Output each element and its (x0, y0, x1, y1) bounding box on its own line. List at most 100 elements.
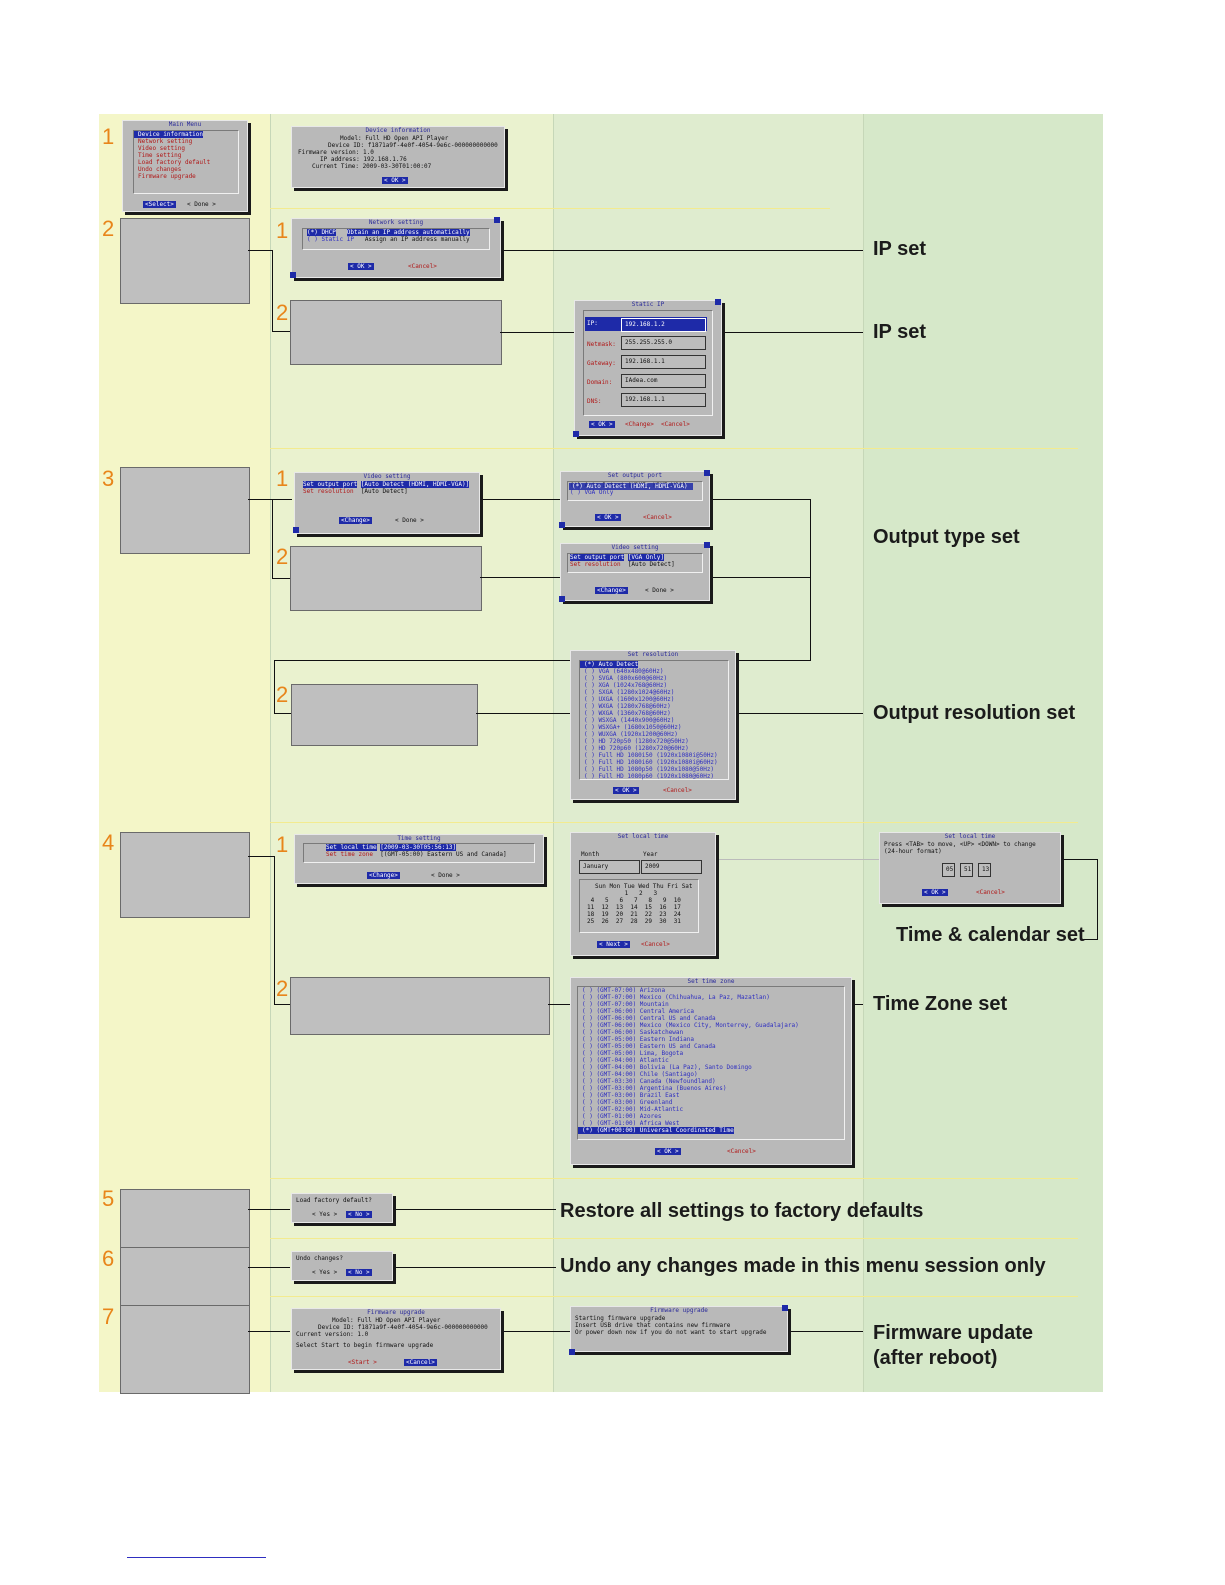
resolution-option[interactable]: ( ) UXGA (1600x1200@60Hz) (584, 696, 675, 703)
ok-button[interactable]: < OK > (655, 1148, 681, 1155)
menu-item[interactable]: Device information (134, 131, 204, 138)
done-button[interactable]: < Done > (187, 201, 216, 208)
resolution-option[interactable]: ( ) Full HD 1080i50 (1920x1080i@50Hz) (584, 752, 718, 759)
resolution-option[interactable]: ( ) Full HD 1080i60 (1920x1080i@60Hz) (584, 759, 718, 766)
timezone-option[interactable]: ( ) (GMT-06:00) Saskatchewan (582, 1029, 684, 1036)
cancel-button[interactable]: <Cancel> (408, 263, 437, 270)
timezone-option[interactable]: ( ) (GMT-02:00) Mid-Atlantic (582, 1106, 684, 1113)
change-button[interactable]: <Change> (625, 421, 654, 428)
option-static[interactable]: ( ) Static IP Assign an IP address manua… (303, 236, 489, 243)
menu-item[interactable]: Load factory default (138, 159, 211, 166)
menu-item[interactable]: Network setting (138, 138, 193, 145)
timezone-option[interactable]: ( ) (GMT-03:00) Greenland (582, 1099, 673, 1106)
option-dhcp[interactable]: (*) DHCP Obtain an IP address automatica… (303, 229, 489, 236)
change-button[interactable]: <Change> (339, 517, 372, 524)
ok-button[interactable]: < OK > (382, 177, 408, 184)
resolution-option[interactable]: ( ) Full HD 1080p60 (1920x1080@60Hz) (584, 773, 715, 780)
timezone-option[interactable]: ( ) (GMT-03:00) Brazil East (582, 1092, 680, 1099)
resolution-option[interactable]: ( ) WXGA (1360x768@60Hz) (584, 710, 671, 717)
resolution-option[interactable]: ( ) WSXGA (1440x900@60Hz) (584, 717, 675, 724)
setting-row[interactable]: Set local time [2009-03-30T05:56:13] (304, 844, 534, 851)
timezone-option[interactable]: ( ) (GMT-04:00) Atlantic (582, 1057, 669, 1064)
timezone-option[interactable]: ( ) (GMT-07:00) Mountain (582, 1001, 669, 1008)
no-button[interactable]: < No > (346, 1269, 372, 1276)
year-field[interactable]: 2009 (641, 860, 702, 874)
resolution-option[interactable]: ( ) SVGA (800x600@60Hz) (584, 675, 668, 682)
timezone-option[interactable]: ( ) (GMT-05:00) Eastern Indiana (582, 1036, 694, 1043)
resolution-option[interactable]: ( ) WSXGA+ (1680x1050@60Hz) (584, 724, 682, 731)
timezone-option[interactable]: ( ) (GMT-04:00) Bolivia (La Paz), Santo … (582, 1064, 752, 1071)
ok-button[interactable]: < OK > (595, 514, 621, 521)
menu-item[interactable]: Firmware upgrade (138, 173, 196, 180)
done-button[interactable]: < Done > (431, 872, 460, 879)
resolution-option[interactable]: (*) Auto Detect (580, 661, 639, 668)
calendar-week[interactable]: 4 5 6 7 8 9 10 (587, 897, 681, 904)
cancel-button[interactable]: <Cancel> (976, 889, 1005, 896)
setting-row[interactable]: Set time zone [(GMT-05:00) Eastern US an… (304, 851, 534, 858)
ok-button[interactable]: < OK > (348, 263, 374, 270)
minute-field[interactable]: 51 (960, 863, 973, 877)
setting-row[interactable]: Set resolution [Auto Detect] (568, 561, 702, 568)
yes-button[interactable]: < Yes > (312, 1269, 338, 1276)
timezone-option[interactable]: ( ) (GMT-07:00) Mexico (Chihuahua, La Pa… (582, 994, 770, 1001)
cancel-button[interactable]: <Cancel> (661, 421, 690, 428)
no-button[interactable]: < No > (346, 1211, 372, 1218)
menu-item[interactable]: Video setting (138, 145, 185, 152)
done-button[interactable]: < Done > (645, 587, 674, 594)
timezone-option[interactable]: ( ) (GMT-04:00) Chile (Santiago) (582, 1071, 698, 1078)
calendar-week[interactable]: 1 2 3 (621, 890, 658, 897)
change-button[interactable]: <Change> (367, 872, 400, 879)
ok-button[interactable]: < OK > (922, 889, 948, 896)
month-field[interactable]: January (579, 860, 640, 874)
resolution-option[interactable]: ( ) SXGA (1280x1024@60Hz) (584, 689, 675, 696)
gateway-field[interactable]: 192.168.1.1 (621, 355, 706, 369)
timezone-option[interactable]: ( ) (GMT-06:00) Central US and Canada (582, 1015, 716, 1022)
ok-button[interactable]: < OK > (589, 421, 615, 428)
timezone-option[interactable]: ( ) (GMT-01:00) Azores (582, 1113, 662, 1120)
setting-row[interactable]: Set resolution [Auto Detect] (295, 488, 479, 495)
change-button[interactable]: <Change> (595, 587, 628, 594)
resolution-option[interactable]: ( ) WUXGA (1920x1200@60Hz) (584, 731, 678, 738)
timezone-option[interactable]: ( ) (GMT-05:00) Eastern US and Canada (582, 1043, 716, 1050)
resolution-option[interactable]: ( ) Full HD 1080p50 (1920x1080@50Hz) (584, 766, 715, 773)
option-vga[interactable]: ( ) VGA Only (570, 489, 614, 496)
cancel-button[interactable]: <Cancel> (641, 941, 670, 948)
ok-button[interactable]: < OK > (613, 787, 639, 794)
calendar-week[interactable]: 18 19 20 21 22 23 24 (587, 911, 681, 918)
resolution-option[interactable]: ( ) XGA (1024x768@60Hz) (584, 682, 668, 689)
connector-line (248, 1331, 290, 1332)
menu-item[interactable]: Undo changes (138, 166, 182, 173)
menu-item[interactable]: Time setting (138, 152, 182, 159)
start-button[interactable]: <Start > (348, 1359, 377, 1366)
timezone-option[interactable]: ( ) (GMT-07:00) Arizona (582, 987, 666, 994)
done-button[interactable]: < Done > (395, 517, 424, 524)
ip-field[interactable]: 192.168.1.2 (621, 318, 706, 332)
timezone-option[interactable]: ( ) (GMT-05:00) Lima, Bogota (582, 1050, 684, 1057)
resolution-option[interactable]: ( ) WXGA (1280x768@60Hz) (584, 703, 671, 710)
netmask-field[interactable]: 255.255.255.0 (621, 336, 706, 350)
resolution-option[interactable]: ( ) HD 720p50 (1280x720@50Hz) (584, 738, 689, 745)
next-button[interactable]: < Next > (597, 941, 630, 948)
cancel-button[interactable]: <Cancel> (404, 1359, 437, 1366)
timezone-option[interactable]: ( ) (GMT-03:30) Canada (Newfoundland) (582, 1078, 716, 1085)
resolution-option[interactable]: ( ) HD 720p60 (1280x720@60Hz) (584, 745, 689, 752)
cancel-button[interactable]: <Cancel> (727, 1148, 756, 1155)
dns-field[interactable]: 192.168.1.1 (621, 393, 706, 407)
select-button[interactable]: <Select> (143, 201, 176, 208)
domain-field[interactable]: IAdea.com (621, 374, 706, 388)
resolution-option[interactable]: ( ) VGA (640x480@60Hz) (584, 668, 664, 675)
timezone-option[interactable]: ( ) (GMT-06:00) Mexico (Mexico City, Mon… (582, 1022, 799, 1029)
timezone-option[interactable]: ( ) (GMT-06:00) Central America (582, 1008, 694, 1015)
setting-row[interactable]: Set output port [Auto Detect (HDMI, HDMI… (295, 481, 479, 488)
calendar-week[interactable]: 25 26 27 28 29 30 31 (587, 918, 681, 925)
timezone-option[interactable]: ( ) (GMT-03:00) Argentina (Buenos Aires) (582, 1085, 727, 1092)
setting-row[interactable]: Set output port [VGA Only] (568, 554, 702, 561)
timezone-option[interactable]: (*) (GMT+00:00) Universal Coordinated Ti… (578, 1127, 734, 1134)
cancel-button[interactable]: <Cancel> (643, 514, 672, 521)
calendar-week[interactable]: 11 12 13 14 15 16 17 (587, 904, 681, 911)
hour-field[interactable]: 05 (942, 863, 955, 877)
timezone-option[interactable]: ( ) (GMT-01:00) Africa West (582, 1120, 680, 1127)
second-field[interactable]: 13 (978, 863, 991, 877)
yes-button[interactable]: < Yes > (312, 1211, 338, 1218)
cancel-button[interactable]: <Cancel> (663, 787, 692, 794)
